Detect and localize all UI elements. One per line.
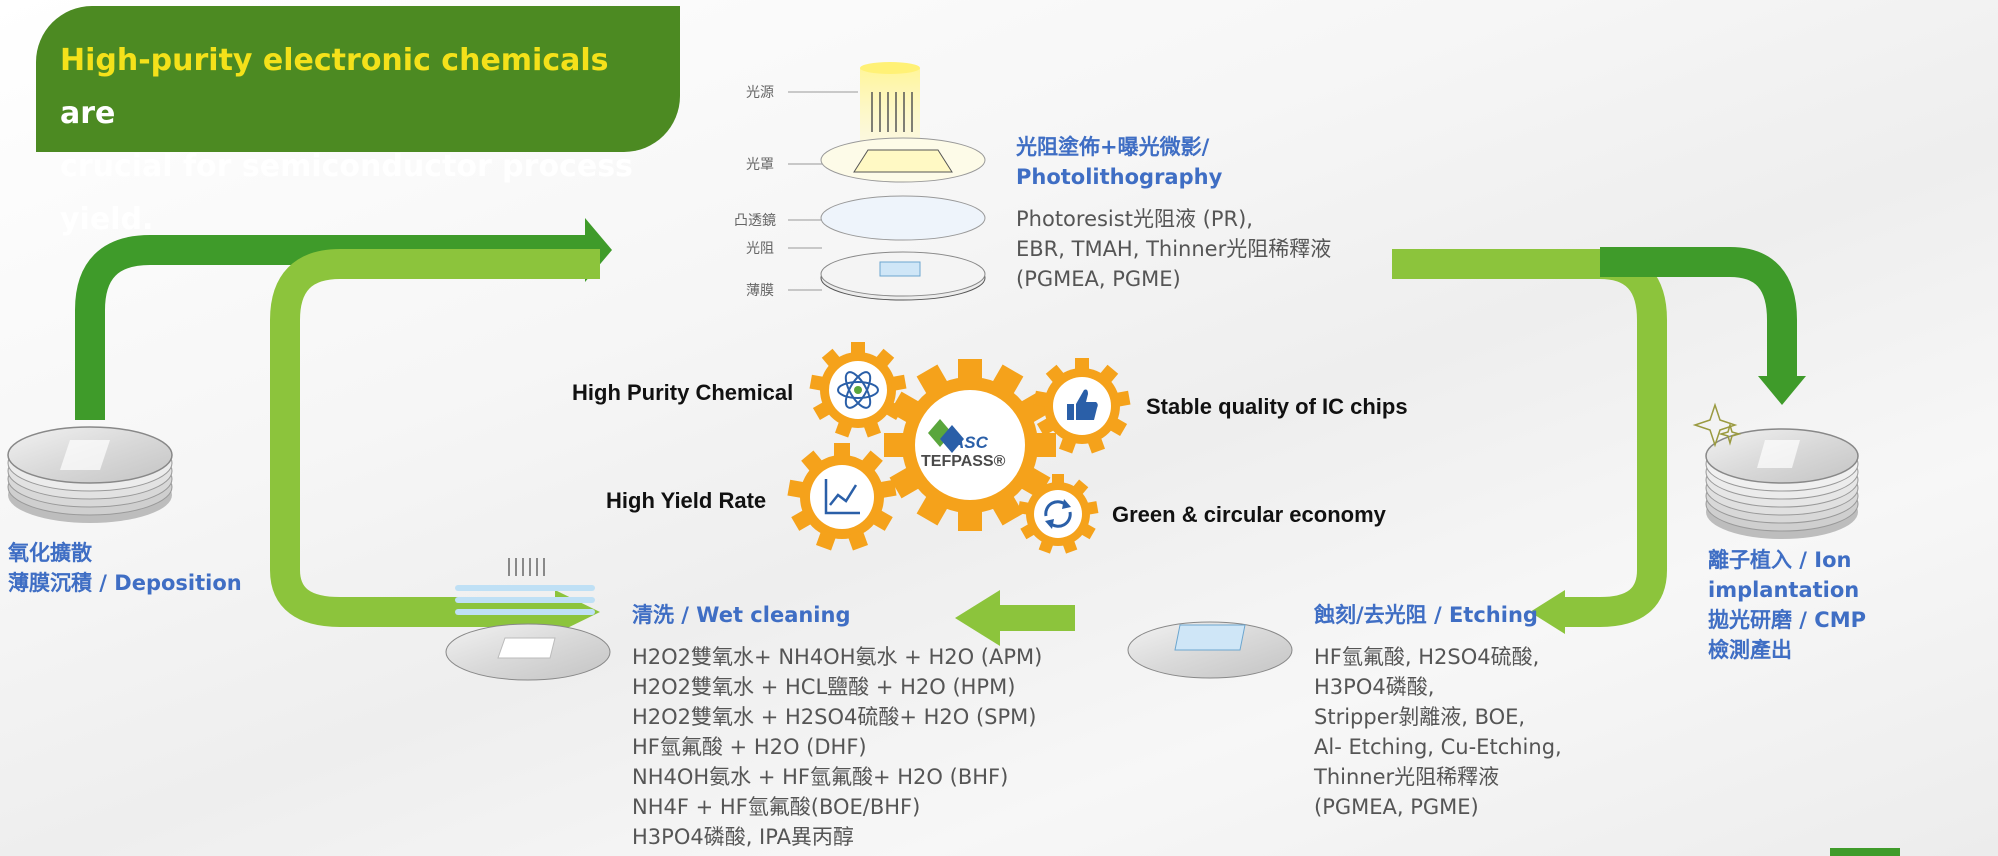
litho-stack	[788, 62, 986, 301]
layer-label-resist: 光阻	[746, 241, 774, 257]
chart-icon	[824, 479, 860, 515]
wafer-stack-right	[1705, 428, 1859, 539]
gear-label-green: Green & circular economy	[1112, 502, 1386, 527]
wet-cleaning-title: 清洗 / Wet cleaning	[632, 603, 851, 627]
etching-chem-3: Stripper剝離液, BOE,	[1314, 705, 1526, 729]
logo-tefpass-text: TEFPASS®	[921, 453, 1006, 470]
wet-cleaning-chem-1: H2O2雙氧水+ NH4OH氨水 + H2O (APM)	[632, 645, 1043, 669]
wet-cleaning-chem-6: NH4F + HF氫氟酸(BOE/BHF)	[632, 795, 921, 819]
gear-atom	[809, 342, 907, 438]
arrow-to-implantation	[1600, 247, 1806, 405]
etching-section: 蝕刻/去光阻 / Etching HF氫氟酸, H2SO4硫酸, H3PO4磷酸…	[1314, 600, 1562, 822]
headline: High-purity electronic chemicals are cru…	[60, 34, 670, 246]
photolithography-chem-3: (PGMEA, PGME)	[1016, 267, 1181, 291]
recycle-icon	[1044, 499, 1072, 529]
gear-cluster	[787, 342, 1131, 554]
implantation-line2: 拋光研磨 / CMP	[1708, 608, 1866, 632]
deposition-line2: 薄膜沉積 / Deposition	[8, 571, 242, 595]
layer-label-light: 光源	[746, 85, 774, 101]
headline-rest: are	[60, 96, 116, 131]
etching-title: 蝕刻/去光阻 / Etching	[1314, 603, 1538, 627]
photolithography-chem-1: Photoresist光阻液 (PR),	[1016, 207, 1253, 231]
gear-label-high-yield: High Yield Rate	[606, 488, 767, 513]
logo-asc-text: ASC	[952, 433, 988, 452]
etching-chem-4: Al- Etching, Cu-Etching,	[1314, 735, 1562, 759]
sparkle-icon	[1692, 402, 1742, 448]
atom-icon	[837, 371, 879, 409]
gear-thumbs	[1033, 358, 1131, 454]
implantation-section: 離子植入 / Ion implantation 拋光研磨 / CMP 檢測產出	[1708, 545, 1998, 665]
asc-logo-icon	[928, 419, 964, 453]
layer-label-lens: 凸透鏡	[734, 213, 776, 229]
wafer-stack-left	[7, 426, 173, 523]
wet-cleaning-chem-5: NH4OH氨水 + HF氫氟酸+ H2O (BHF)	[632, 765, 1009, 789]
photolithography-section: 光阻塗佈+曝光微影/ Photolithography Photoresist光…	[1016, 132, 1436, 294]
arrow-litho-to-etching	[1392, 249, 1667, 634]
etching-wafer	[1127, 621, 1293, 679]
gear-chart	[787, 443, 897, 551]
etching-chem-2: H3PO4磷酸,	[1314, 675, 1435, 699]
headline-highlight: High-purity electronic chemicals	[60, 43, 609, 78]
headline-line2: crucial for semiconductor process yield.	[60, 149, 633, 237]
layer-label-mask: 光罩	[746, 157, 774, 173]
photolithography-title-1: 光阻塗佈+曝光微影/	[1016, 135, 1210, 159]
wet-cleaning-section: 清洗 / Wet cleaning H2O2雙氧水+ NH4OH氨水 + H2O…	[632, 600, 1042, 852]
wet-cleaning-chem-4: HF氫氟酸 + H2O (DHF)	[632, 735, 867, 759]
headline-banner	[36, 6, 680, 152]
wet-cleaning-chem-7: H3PO4磷酸, IPA異丙醇	[632, 825, 854, 849]
etching-chem-1: HF氫氟酸, H2SO4硫酸,	[1314, 645, 1540, 669]
cleaning-wafer	[445, 558, 611, 681]
gear-recycle	[1017, 474, 1099, 554]
etching-chem-5: Thinner光阻稀釋液	[1314, 765, 1500, 789]
photolithography-title-2: Photolithography	[1016, 165, 1223, 189]
implantation-line1: 離子植入 / Ion implantation	[1708, 548, 1860, 602]
thumbs-up-icon	[1067, 389, 1098, 420]
implantation-line3: 檢測產出	[1708, 638, 1792, 662]
corner-tab	[1830, 848, 1900, 856]
wet-cleaning-chem-2: H2O2雙氧水 + HCL鹽酸 + H2O (HPM)	[632, 675, 1016, 699]
layer-label-film: 薄膜	[746, 283, 774, 299]
gear-label-stable-quality: Stable quality of IC chips	[1146, 394, 1408, 419]
arrow-etching-to-cleaning	[955, 590, 1075, 646]
arrow-litho-to-cleaning	[270, 249, 600, 634]
photolithography-chem-2: EBR, TMAH, Thinner光阻稀釋液	[1016, 237, 1332, 261]
gear-label-high-purity: High Purity Chemical	[572, 380, 794, 405]
wet-cleaning-chem-3: H2O2雙氧水 + H2SO4硫酸+ H2O (SPM)	[632, 705, 1037, 729]
deposition-section: 氧化擴散 薄膜沉積 / Deposition	[8, 538, 242, 598]
arrow-deposition-to-litho	[75, 218, 612, 420]
deposition-line1: 氧化擴散	[8, 541, 92, 565]
etching-chem-6: (PGMEA, PGME)	[1314, 795, 1479, 819]
